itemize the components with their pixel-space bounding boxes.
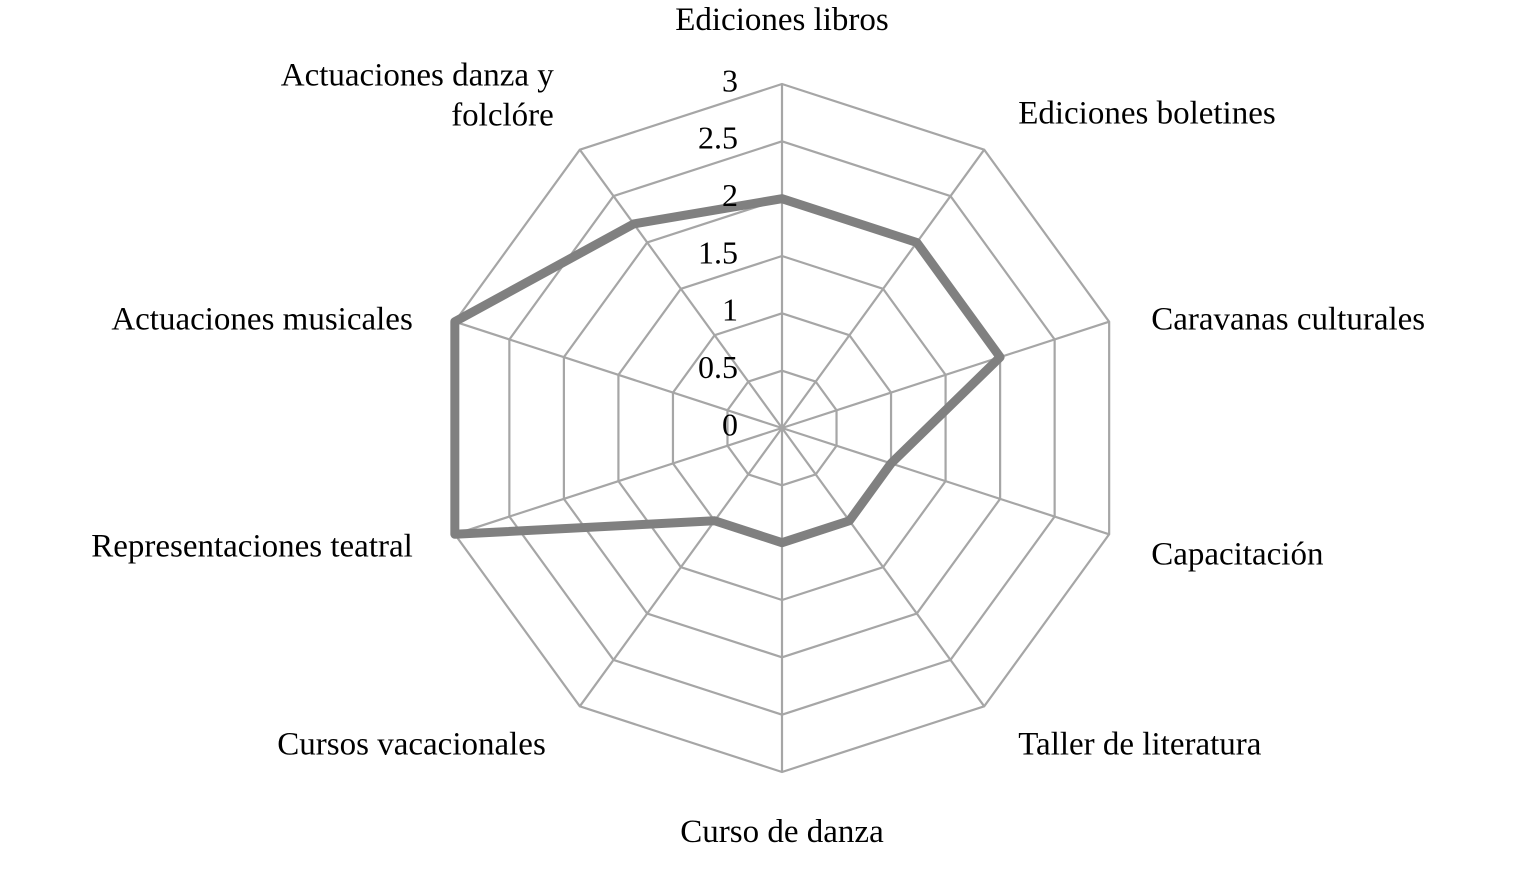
axis-spoke-2: [781, 320, 1110, 430]
axis-spoke-6: [578, 427, 783, 707]
category-label-2: Caravanas culturales: [1151, 301, 1425, 337]
axis-spoke-8: [454, 320, 783, 430]
category-label-0: Ediciones libros: [675, 2, 889, 38]
category-label-0-line-0: Ediciones libros: [675, 2, 889, 38]
radial-tick-2: 2: [722, 177, 738, 213]
radial-tick-2-5: 2.5: [698, 120, 738, 156]
axis-spoke-3: [781, 426, 1110, 536]
category-label-7-line-0: Representaciones teatral: [91, 528, 413, 564]
radial-tick-0-5: 0.5: [698, 349, 738, 385]
category-label-3-line-0: Capacitación: [1151, 536, 1323, 572]
category-label-9-line-0: Actuaciones danza y: [281, 57, 555, 93]
axis-spoke-1: [781, 149, 986, 429]
axis-spoke-4: [781, 427, 986, 707]
category-label-4: Taller de literatura: [1018, 726, 1262, 762]
radar-axes: [454, 84, 1110, 772]
radial-tick-3: 3: [722, 62, 738, 98]
category-label-2-line-0: Caravanas culturales: [1151, 301, 1425, 337]
category-label-1: Ediciones boletines: [1018, 95, 1276, 131]
category-label-5-line-0: Curso de danza: [680, 814, 884, 850]
category-label-4-line-0: Taller de literatura: [1018, 726, 1262, 762]
axis-spoke-7: [454, 426, 783, 536]
radial-tick-labels: 0 0.5 1 1.5 2 2.5 3: [698, 62, 738, 442]
category-label-6-line-0: Cursos vacacionales: [277, 726, 546, 762]
category-label-5: Curso de danza: [680, 814, 884, 850]
category-label-9-line-1: folclóre: [451, 97, 554, 133]
category-label-3: Capacitación: [1151, 536, 1323, 572]
category-label-6: Cursos vacacionales: [277, 726, 546, 762]
category-label-1-line-0: Ediciones boletines: [1018, 95, 1276, 131]
category-label-7: Representaciones teatral: [91, 528, 413, 564]
axis-spoke-9: [578, 149, 783, 429]
radial-tick-1: 1: [722, 292, 738, 328]
radar-series: [450, 194, 1005, 548]
category-label-8-line-0: Actuaciones musicales: [111, 301, 412, 337]
radial-tick-1-5: 1.5: [698, 234, 738, 270]
series-polygon-0: [450, 194, 1005, 548]
radial-tick-0: 0: [722, 406, 738, 442]
category-label-8: Actuaciones musicales: [111, 301, 412, 337]
category-label-9: Actuaciones danza y folclóre: [281, 57, 555, 133]
